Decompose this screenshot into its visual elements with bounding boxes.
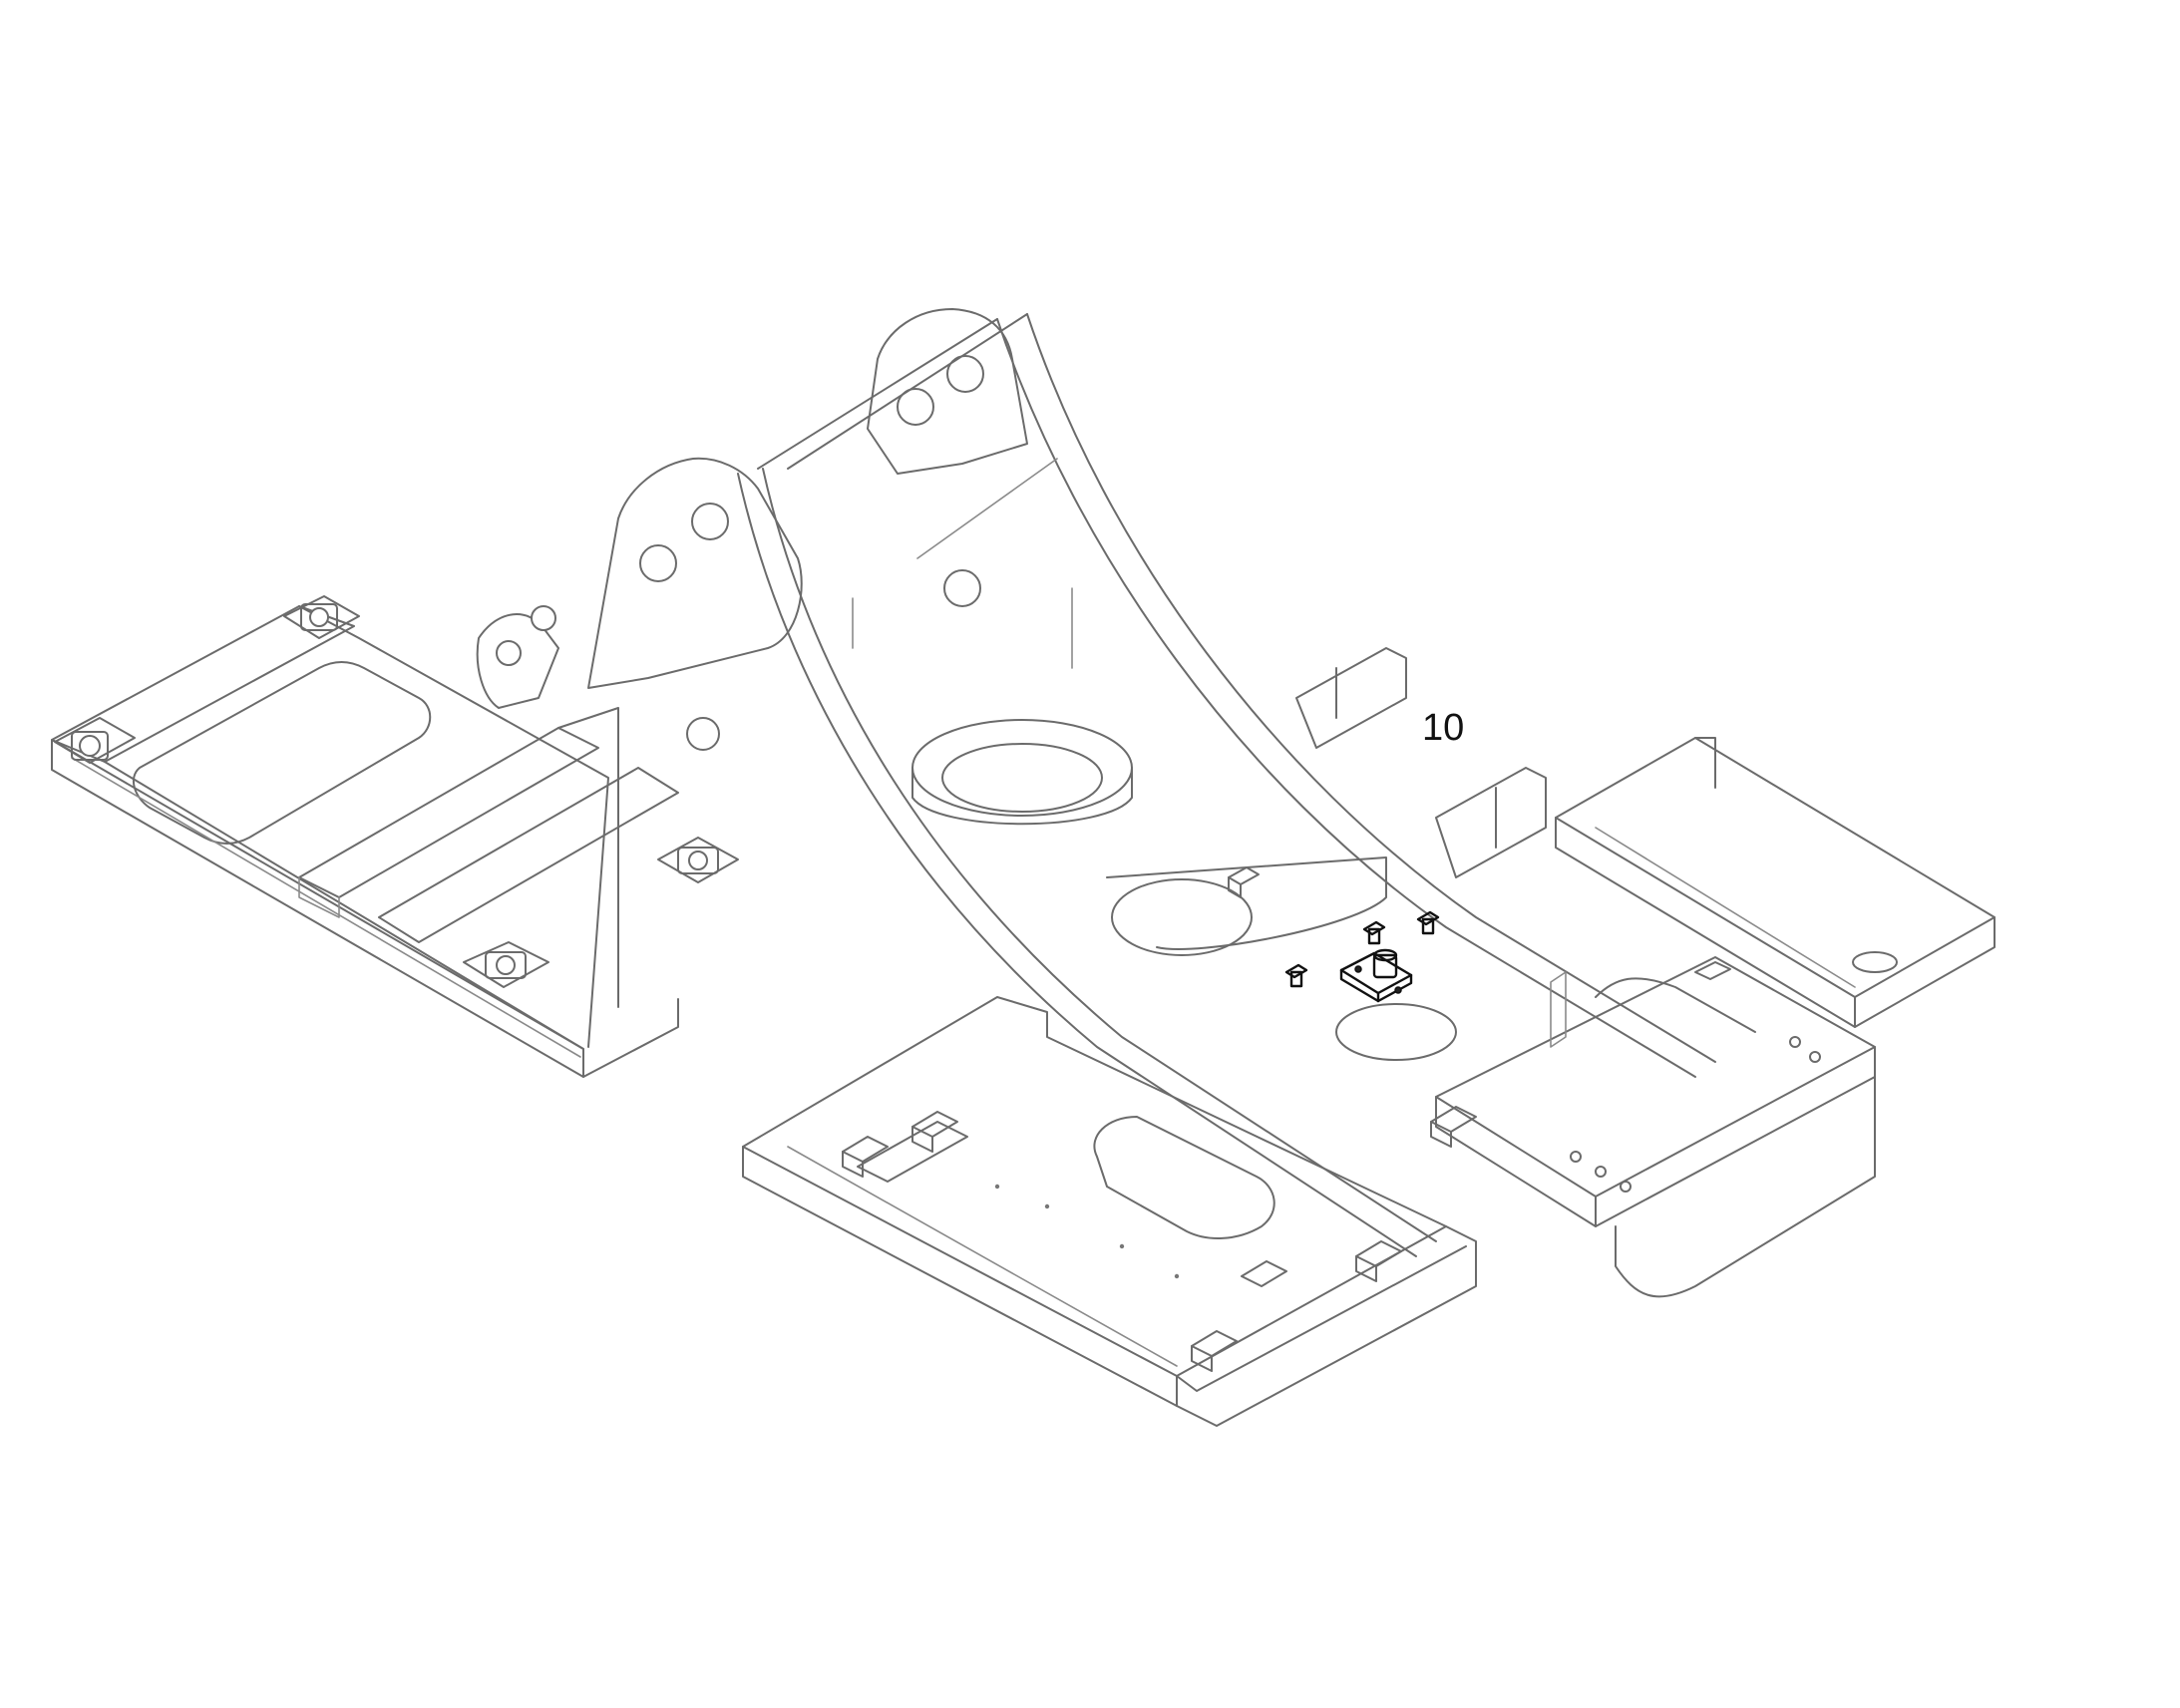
- sensor-bracket-assembly[interactable]: [1339, 948, 1413, 1003]
- deck-pad-2: [1355, 1240, 1402, 1282]
- bolt-2[interactable]: [1362, 920, 1386, 945]
- bolt-1[interactable]: [1284, 963, 1308, 988]
- front-deck: [742, 996, 1477, 1427]
- bearing-pad-rear-left: [283, 595, 360, 639]
- center-beam: [737, 313, 1716, 1257]
- deck-pad-5: [1241, 1260, 1287, 1287]
- deck-pad-3: [911, 1111, 958, 1153]
- bearing-pad-lower-left: [463, 941, 549, 988]
- lower-slew-opening: [1106, 856, 1457, 1061]
- rear-cross-member: [1295, 647, 1547, 878]
- bolt-3[interactable]: [1416, 910, 1440, 935]
- bearing-pad-center-left: [657, 837, 739, 883]
- right-end-beam: [1435, 956, 1876, 1298]
- boom-mount-right-plate: [867, 308, 1028, 607]
- left-side-frame: [51, 605, 679, 1078]
- deck-pad-4: [842, 1136, 889, 1178]
- right-side-frame: [1555, 737, 1996, 1028]
- mounting-lugs: [1228, 866, 1731, 1148]
- callout-label-10: 10: [1422, 707, 1464, 749]
- deck-pad-1: [1191, 1330, 1238, 1372]
- slew-ring-upper: [911, 719, 1133, 826]
- boom-mount-left-plate: [476, 457, 803, 751]
- bearing-pad-front-left: [54, 717, 136, 764]
